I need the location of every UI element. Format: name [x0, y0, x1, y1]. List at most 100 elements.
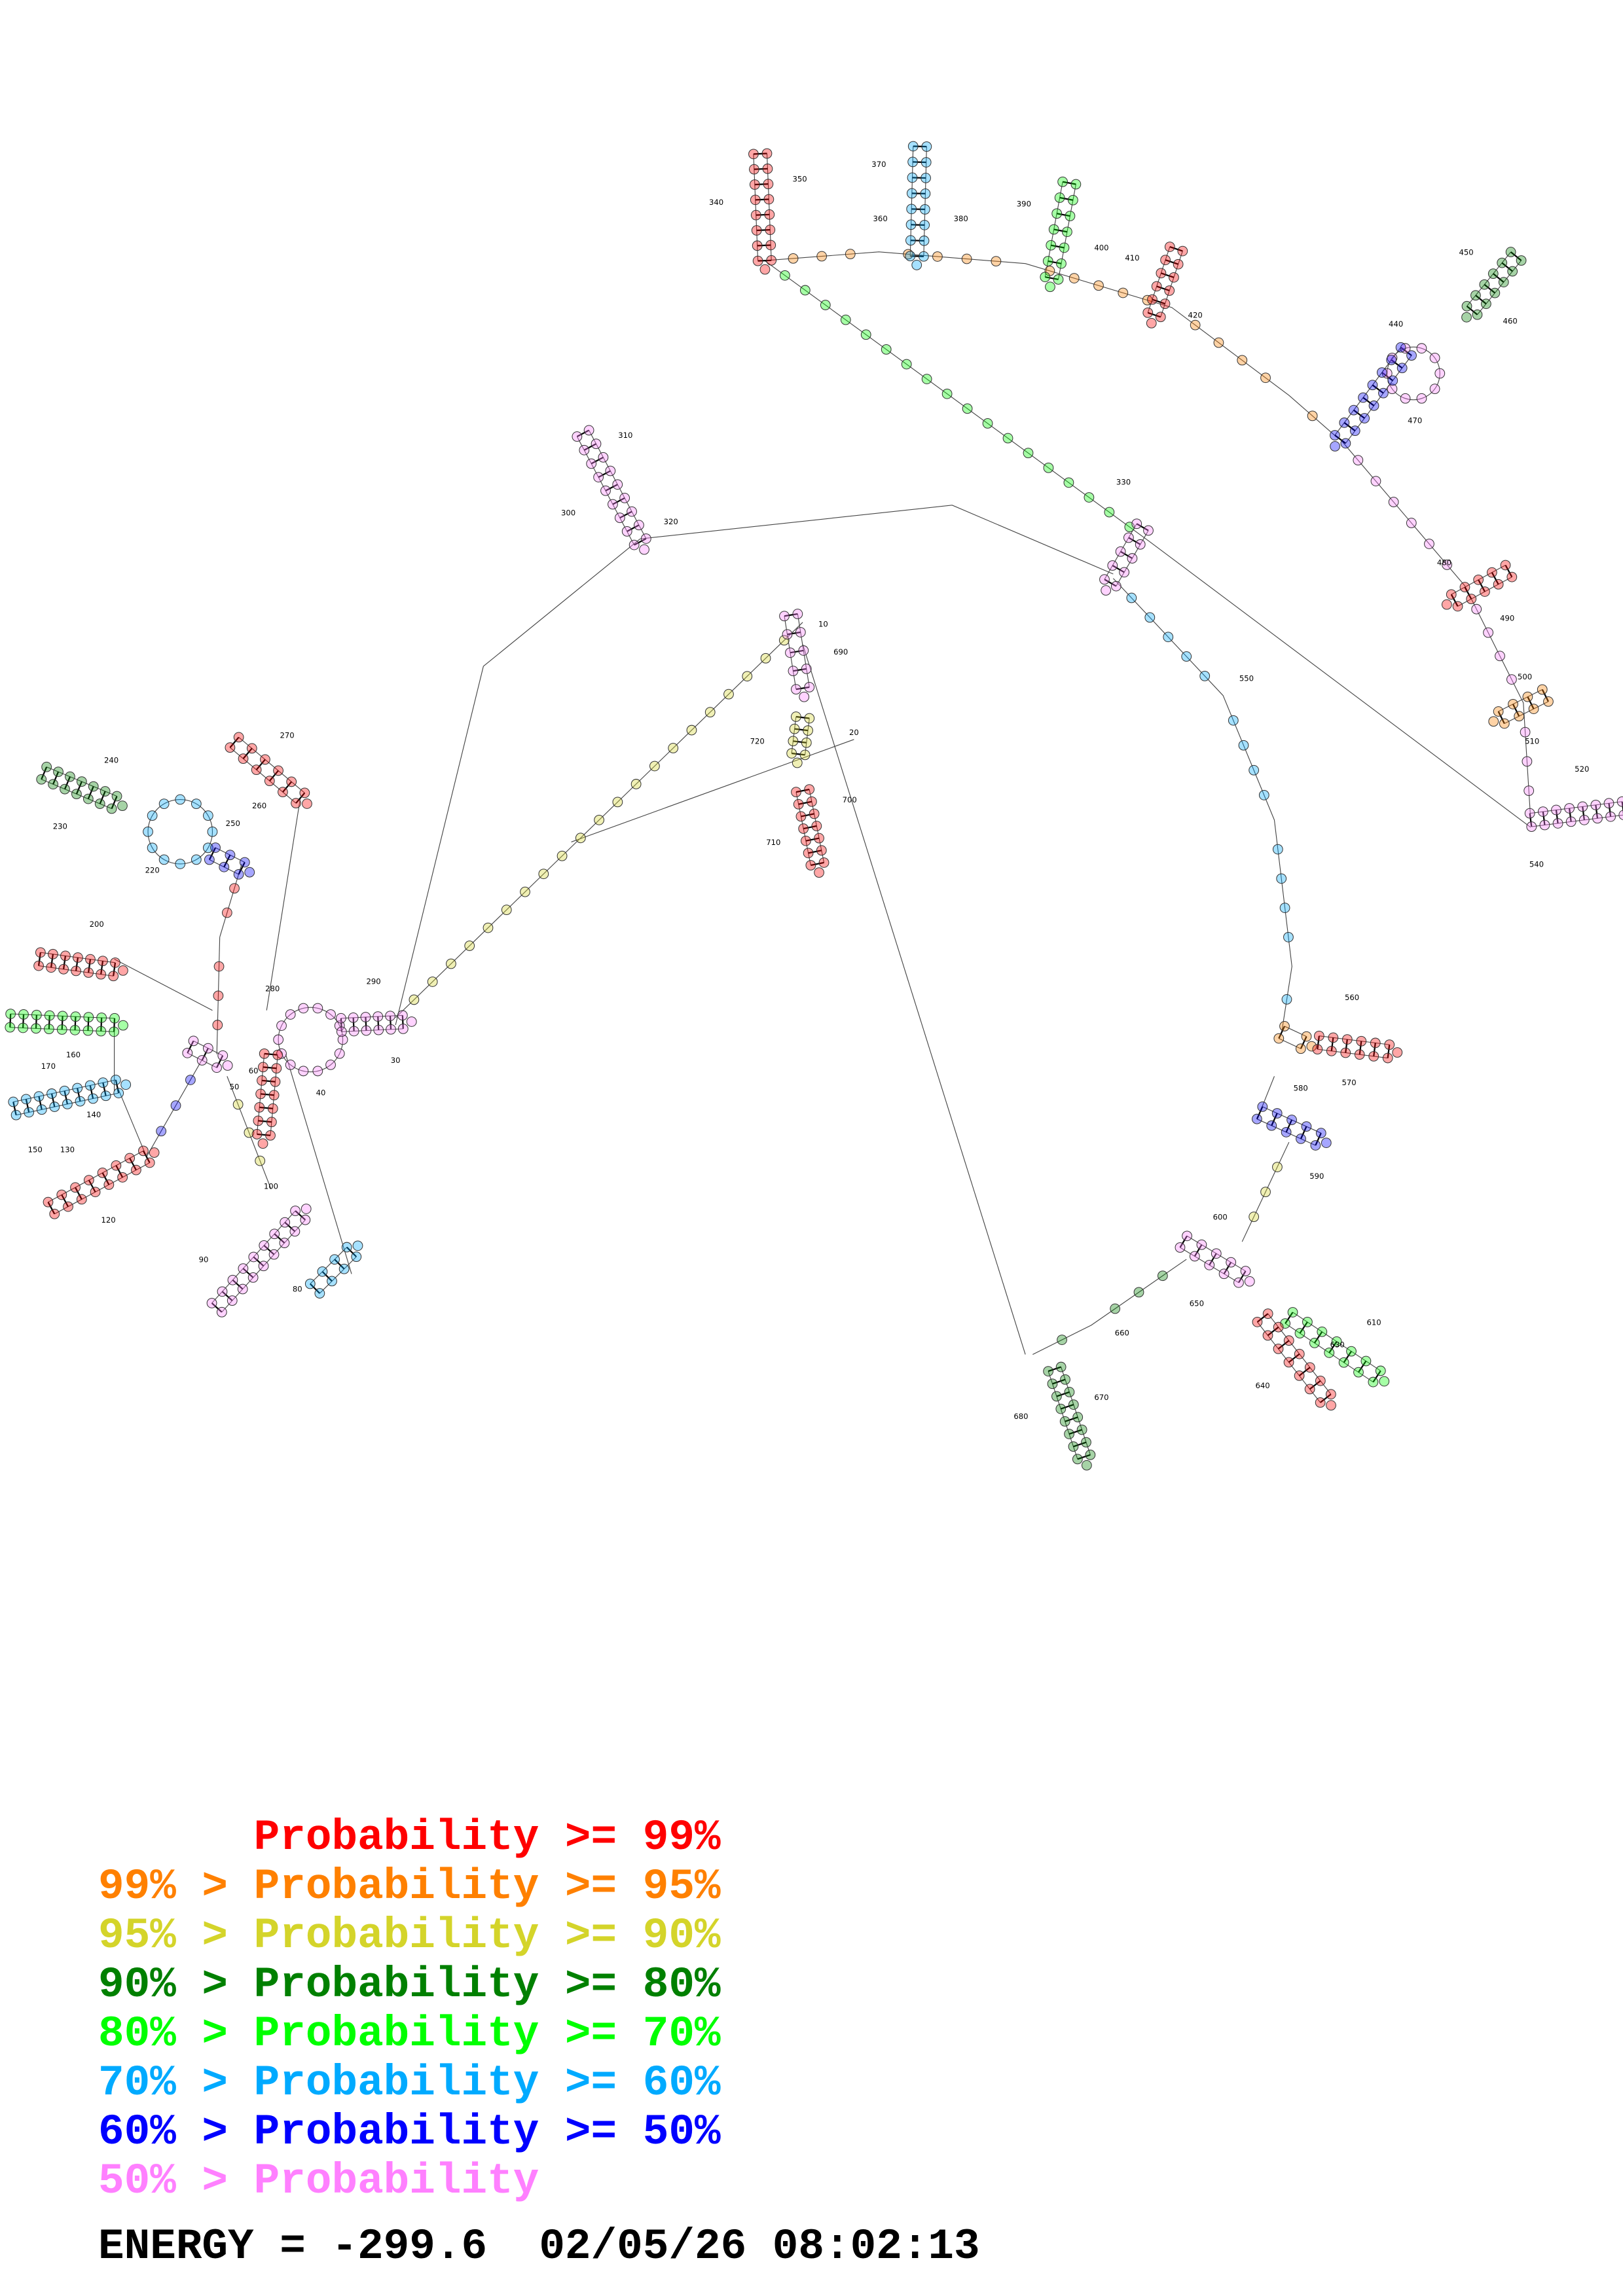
nucleotide [1578, 814, 1590, 825]
base-pair [47, 1202, 56, 1215]
nucleotide [103, 1179, 115, 1190]
nucleotide [268, 1249, 280, 1260]
base-pair [1541, 689, 1549, 702]
base-pair [1319, 1393, 1332, 1403]
nucleotide [1330, 430, 1340, 440]
base-pair [1345, 1039, 1348, 1053]
base-pair [1343, 422, 1356, 432]
nucleotide [1340, 438, 1351, 449]
nucleotide [1040, 272, 1051, 283]
base-pair [232, 1279, 244, 1290]
base-pair [795, 788, 810, 793]
nucleotide [1281, 994, 1292, 1005]
position-label: 580 [1294, 1084, 1308, 1093]
backbone-segment [238, 736, 305, 793]
nucleotide [266, 1117, 277, 1128]
position-label: 250 [226, 819, 240, 828]
legend-suffix: >= 99% [539, 1813, 721, 1862]
nucleotide [84, 1080, 96, 1091]
nucleotide [1279, 903, 1290, 913]
base-pair [794, 728, 809, 732]
nucleotide [920, 188, 931, 199]
nucleotide [260, 754, 270, 765]
legend-label: Probability [253, 2108, 539, 2157]
nucleotide [1500, 560, 1511, 571]
base-pair [1391, 359, 1403, 369]
nucleotide [1346, 1346, 1357, 1357]
base-pair [61, 1194, 69, 1208]
nucleotide [538, 869, 549, 880]
nucleotide [621, 526, 632, 537]
backbone-segment [1149, 541, 1531, 828]
position-label: 260 [252, 801, 266, 810]
nucleotide [785, 647, 795, 658]
nucleotide [170, 1100, 181, 1111]
nucleotide [1155, 312, 1166, 323]
position-label: 400 [1094, 243, 1108, 253]
nucleotide [144, 1157, 155, 1168]
base-pair [1152, 298, 1165, 305]
nucleotide [229, 883, 240, 894]
nucleotide [98, 1077, 109, 1088]
nucleotide [583, 425, 594, 436]
base-pair [1491, 572, 1499, 585]
nucleotide [63, 1201, 73, 1212]
nucleotide [1353, 1367, 1364, 1378]
base-pair [1450, 594, 1459, 607]
nucleotide [147, 810, 158, 821]
nucleotide [903, 249, 914, 260]
base-pair [1285, 1119, 1293, 1133]
nucleotide [285, 1060, 296, 1070]
nucleotide [921, 157, 932, 168]
base-pair [1373, 1043, 1376, 1057]
nucleotide [1101, 585, 1112, 596]
nucleotide [217, 1050, 228, 1061]
base-pair [793, 740, 807, 744]
nucleotide [100, 1090, 111, 1102]
nucleotide [1487, 268, 1499, 279]
nucleotide [765, 224, 776, 236]
base-pair [1529, 813, 1533, 827]
nucleotide [1442, 560, 1453, 570]
base-pair [1161, 272, 1175, 278]
nucleotide [69, 1024, 81, 1035]
nucleotide [83, 1175, 94, 1185]
base-pair [755, 198, 769, 201]
nucleotide [818, 857, 830, 868]
position-label: 30 [391, 1056, 401, 1065]
legend-suffix: >= 50% [539, 2108, 721, 2157]
base-pair [48, 1015, 50, 1030]
nucleotide [1048, 224, 1059, 235]
nucleotide [1160, 255, 1171, 266]
nucleotide [1054, 192, 1065, 203]
nucleotide [1349, 425, 1360, 437]
nucleotide [175, 859, 186, 869]
nucleotide [1526, 821, 1537, 832]
base-pair [1068, 1429, 1082, 1435]
nucleotide [749, 179, 760, 190]
nucleotide [1051, 208, 1063, 219]
nucleotide [786, 748, 797, 759]
nucleotide [41, 761, 52, 772]
nucleotide [816, 845, 827, 856]
nucleotide [627, 506, 637, 517]
base-pair [101, 1172, 110, 1185]
position-label: 700 [843, 795, 857, 804]
backbone-segment [230, 747, 297, 804]
base-pair [263, 1066, 277, 1069]
base-pair [1315, 1132, 1322, 1146]
base-pair [591, 456, 604, 465]
position-label: 480 [1437, 558, 1451, 567]
base-pair [913, 145, 927, 148]
nucleotide [1181, 651, 1192, 662]
nucleotide [1324, 1347, 1335, 1358]
nucleotide [1313, 1030, 1324, 1041]
nucleotide [1317, 1326, 1328, 1337]
nucleotide [1325, 1389, 1336, 1400]
nucleotide [258, 1261, 269, 1272]
nucleotide [763, 179, 774, 190]
nucleotide [911, 260, 922, 270]
nucleotide [795, 627, 806, 637]
nucleotide [227, 1295, 238, 1306]
